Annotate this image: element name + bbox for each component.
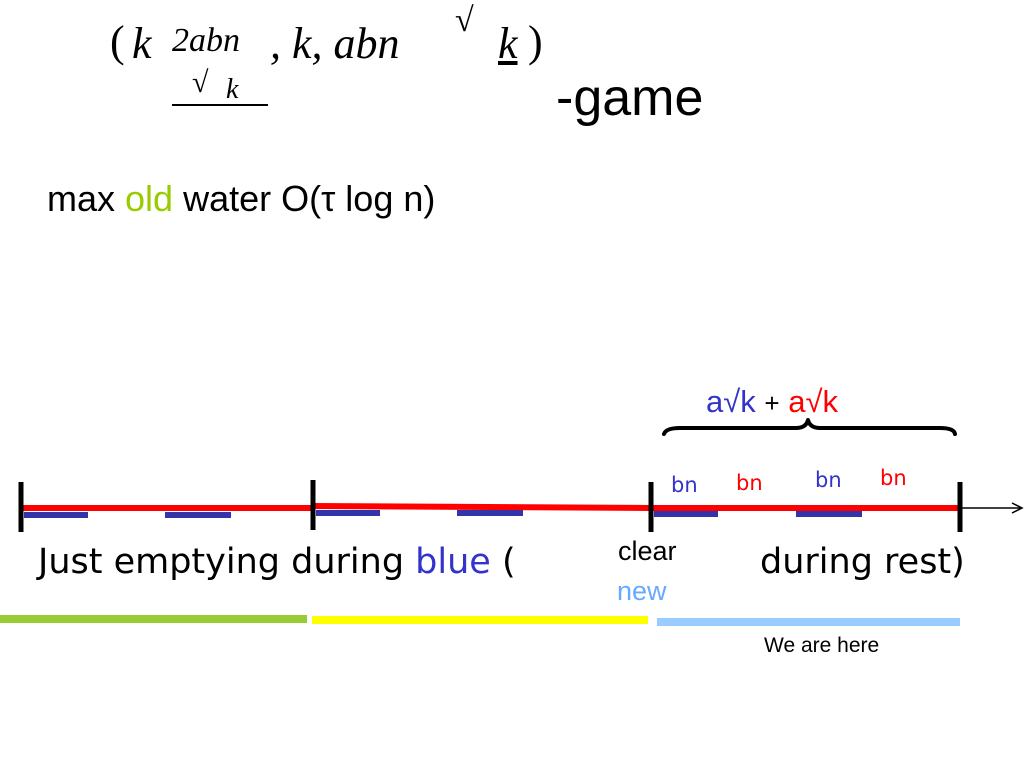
title-paren-open: (: [110, 17, 125, 66]
sentence: Just emptying during blue (: [38, 542, 516, 582]
title-frac-denominator-k: k: [226, 74, 239, 105]
overlay-new-text: new: [617, 576, 667, 606]
title-radical-lower: √: [192, 66, 209, 99]
subtitle-old-highlight: old: [125, 178, 174, 219]
sentence-part1: Just emptying during: [38, 542, 416, 582]
title-k-underlined: k: [498, 19, 518, 68]
title-game-suffix: -game: [556, 69, 704, 127]
title-frac-numerator: 2abn: [172, 22, 240, 59]
we-are-here-label: We are here: [764, 634, 880, 657]
timeline-arrow-head: [1011, 502, 1024, 514]
sentence-blue-word: blue: [415, 542, 491, 582]
title-formula: ( k 2abn √ k , k, abn √ k ): [110, 2, 570, 108]
title-radical-upper: √: [455, 2, 474, 39]
sentence-open-paren: (: [501, 542, 516, 582]
subtitle-part2: water O(τ log n): [173, 178, 436, 219]
brace-label-left: a√k: [706, 384, 756, 419]
bn-label-blue: bn: [815, 468, 842, 492]
red-timeline-middle: [312, 503, 652, 511]
bn-label-red: bn: [736, 471, 763, 495]
subtitle: max old water O(τ log n): [47, 178, 435, 220]
sentence-tail: during rest): [760, 542, 965, 582]
clear-new-overlay: clear new: [612, 532, 702, 612]
title-k-lead: k: [132, 19, 152, 68]
title-middle-terms: , k, abn: [270, 19, 400, 68]
subtitle-part1: max: [47, 178, 126, 219]
bn-label-red: bn: [880, 466, 907, 490]
brace-label-right: a√k: [788, 384, 838, 419]
curly-brace: [662, 418, 957, 436]
bn-label-blue: bn: [671, 473, 698, 497]
title-paren-close: ): [528, 17, 543, 66]
brace-label-plus: +: [764, 388, 780, 418]
overlay-clear-text: clear: [618, 536, 677, 566]
brace-label: a√k + a√k: [706, 384, 838, 420]
title-fraction-bar: [172, 104, 268, 106]
